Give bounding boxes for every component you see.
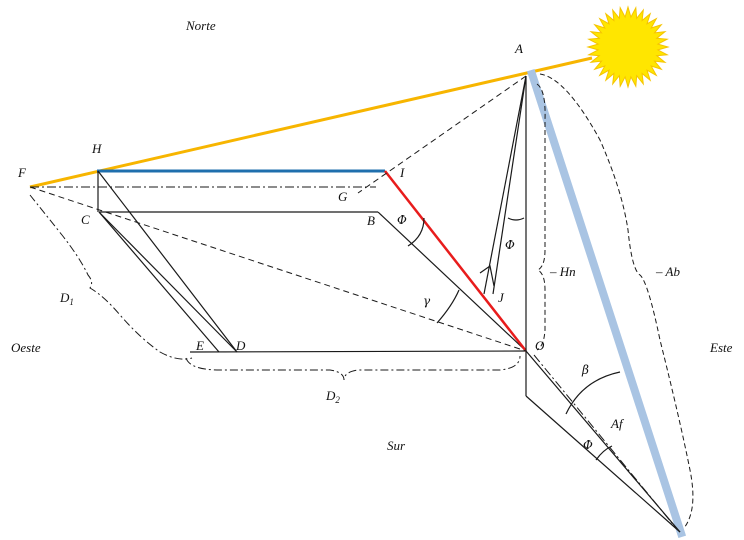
height-line-I-O [384, 170, 527, 352]
angle-arc-phi-building [407, 217, 425, 247]
panel-bar [526, 68, 687, 539]
label-point-f: F [17, 165, 27, 180]
label-point-d: D [235, 338, 246, 353]
line-B-O [377, 211, 527, 352]
label-south: Sur [387, 438, 406, 453]
dashed-A-I [357, 75, 527, 194]
label-angle-beta: β [581, 363, 589, 377]
angle-arc-phi-vertical [507, 217, 525, 221]
label-point-j: J [498, 290, 505, 305]
label-point-e: E [195, 338, 204, 353]
label-point-b: B [367, 213, 375, 228]
label-angle-phi-vertical: Φ [505, 238, 515, 252]
label-d1-sub: 1 [69, 297, 74, 307]
label-hn: – Hn [549, 264, 576, 279]
right-angle-mark-J [479, 264, 495, 287]
brace-d2 [185, 355, 521, 381]
dashdot-O-bottom [533, 354, 677, 529]
label-point-g: G [338, 189, 348, 204]
label-point-c: C [81, 212, 90, 227]
line-C-D [98, 211, 238, 353]
label-point-i: I [399, 165, 405, 180]
label-east: Este [709, 340, 733, 355]
line-base-down [525, 395, 681, 533]
label-point-o: O [535, 338, 545, 353]
label-angle-phi-lower: Φ [583, 438, 593, 452]
angle-arc-phi-lower [595, 445, 613, 461]
label-d2: D2 [325, 388, 340, 405]
label-d2-sub: 2 [335, 395, 340, 405]
brace-hn [536, 83, 546, 351]
label-west: Oeste [11, 340, 41, 355]
line-E-O [189, 350, 527, 353]
line-C-E [98, 211, 220, 353]
label-af: Af [610, 416, 625, 431]
dashed-F-O [29, 186, 527, 352]
label-angle-phi-building: Φ [397, 213, 407, 227]
brace-d1 [29, 194, 193, 360]
label-angle-gamma: γ [423, 294, 431, 308]
brace-ab [539, 73, 694, 529]
line-A-J2 [483, 75, 527, 295]
line-A-J [492, 75, 527, 295]
label-point-a: A [514, 41, 523, 56]
label-point-h: H [91, 141, 102, 156]
label-ab: – Ab [655, 264, 680, 279]
label-d1: D1 [59, 290, 74, 307]
label-north: Norte [185, 18, 216, 33]
angle-arc-gamma [436, 289, 460, 324]
sun-icon [586, 5, 670, 89]
line-H-D [97, 170, 238, 353]
sun-ray-line [29, 56, 593, 189]
angle-arc-beta [565, 371, 621, 415]
